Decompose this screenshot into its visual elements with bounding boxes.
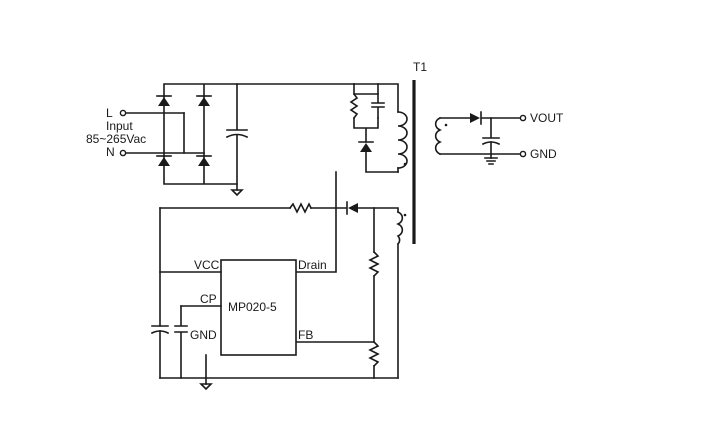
bulk-capacitor [225, 83, 249, 197]
ic-mp020-5: MP020-5 VCC Drain CP GND FB [159, 258, 327, 356]
gnd-out-terminal [519, 150, 527, 158]
feedback-divider [295, 207, 399, 379]
ic-ground-icon [199, 383, 213, 391]
input-neutral-terminal [119, 149, 127, 157]
bridge-rectifier [156, 83, 355, 185]
vout-label: VOUT [530, 111, 564, 125]
input-terminals: L Input 85~265Vac N [86, 106, 205, 159]
ic-pin-fb: FB [298, 328, 313, 342]
rcd-snubber [349, 83, 399, 173]
secondary-ground-icon [484, 157, 498, 165]
bridge-diode-3-icon [158, 157, 170, 166]
fb-upper-resistor [368, 250, 380, 278]
drain-wire [295, 171, 337, 273]
bridge-frame [163, 83, 355, 185]
ic-body [220, 259, 297, 356]
snubber-capacitor [371, 93, 385, 119]
transformer-label: T1 [413, 60, 427, 74]
snubber-diode-icon [360, 143, 372, 152]
input-line-label: L [106, 106, 113, 120]
gnd-out-label: GND [530, 147, 557, 161]
output-diode-icon [470, 113, 480, 123]
vout-terminal [519, 114, 527, 122]
snubber-resistor [349, 92, 359, 120]
primary-ground-icon [230, 189, 244, 197]
ic-support-caps [150, 207, 399, 391]
output-stage: VOUT GND [439, 111, 564, 165]
bridge-diode-2-icon [198, 97, 210, 106]
aux-supply [159, 171, 399, 273]
ic-pin-cp: CP [200, 292, 217, 306]
vcc-resistor [288, 202, 313, 214]
aux-diode-icon [348, 203, 358, 213]
transformer-t1: T1 [396, 60, 448, 246]
primary-winding [397, 111, 408, 169]
ic-pin-vcc: VCC [194, 258, 220, 272]
cp-capacitor [174, 305, 188, 379]
input-neutral-label: N [106, 145, 115, 159]
ic-pin-drain: Drain [298, 258, 327, 272]
fb-lower-resistor [368, 340, 380, 368]
input-line-terminal [119, 109, 127, 117]
ic-name: MP020-5 [228, 300, 277, 314]
aux-winding [396, 210, 404, 246]
bridge-diode-4-icon [198, 157, 210, 166]
input-range-label: 85~265Vac [86, 132, 146, 146]
bridge-diode-1-icon [158, 97, 170, 106]
input-label: Input [106, 119, 133, 133]
secondary-winding [434, 116, 442, 156]
ic-pin-gnd: GND [190, 328, 217, 342]
